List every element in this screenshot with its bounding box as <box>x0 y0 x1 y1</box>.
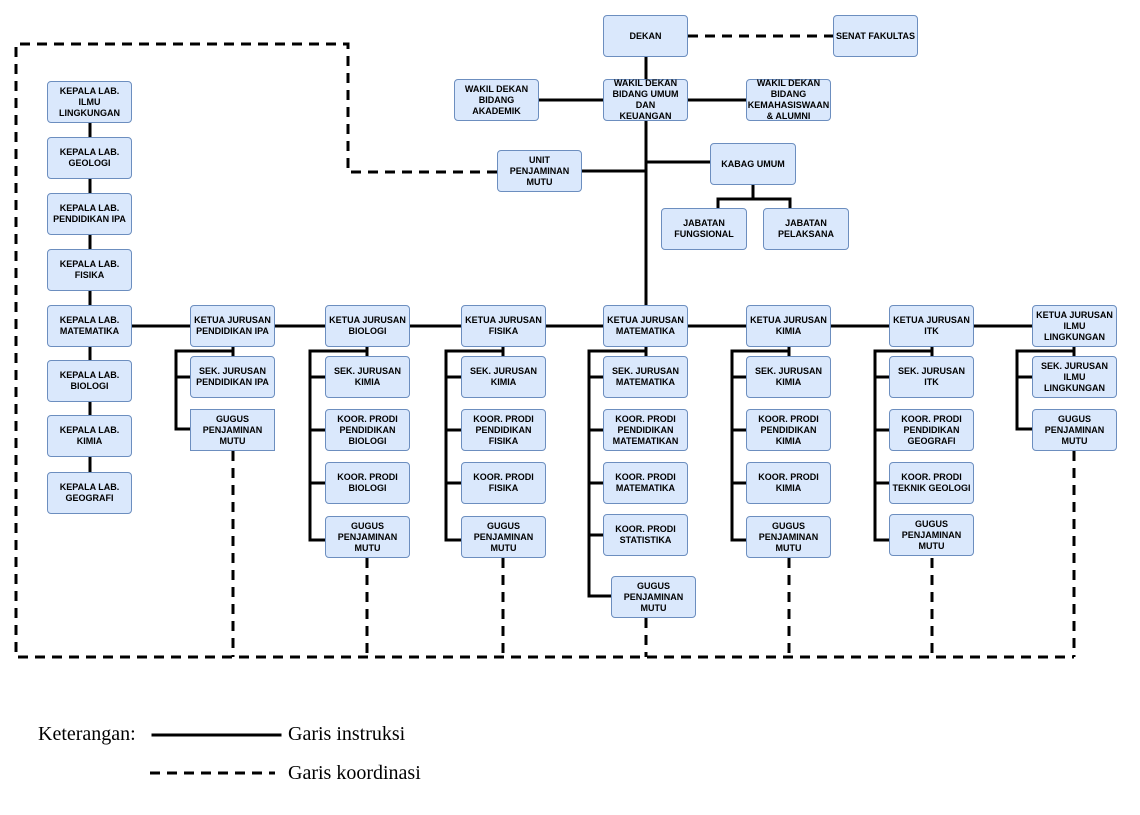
gugus-penjaminan-mutu-matematika-box: GUGUS PENJAMINAN MUTU <box>611 576 696 618</box>
lab-ilmu-lingkungan-box: KEPALA LAB. ILMU LINGKUNGAN <box>47 81 132 123</box>
wakil-dekan-kemahasiswaan-box: WAKIL DEKAN BIDANG KEMAHASISWAAN & ALUMN… <box>746 78 831 121</box>
koor-prodi-teknik-geologi-box: KOOR. PRODI TEKNIK GEOLOGI <box>889 462 974 504</box>
dekan-box: DEKAN <box>603 15 688 57</box>
gugus-penjaminan-mutu-ilmu-lingkungan-box: GUGUS PENJAMINAN MUTU <box>1032 409 1117 451</box>
koor-prodi-fisika-box: KOOR. PRODI FISIKA <box>461 462 546 504</box>
lab-matematika-box: KEPALA LAB. MATEMATIKA <box>47 305 132 347</box>
ketua-jurusan-itk-box: KETUA JURUSAN ITK <box>889 305 974 347</box>
ketua-jurusan-kimia-box: KETUA JURUSAN KIMIA <box>746 305 831 347</box>
ketua-jurusan-matematika-box: KETUA JURUSAN MATEMATIKA <box>603 305 688 347</box>
jabatan-fungsional-box: JABATAN FUNGSIONAL <box>661 208 747 250</box>
wakil-dekan-umum-box: WAKIL DEKAN BIDANG UMUM DAN KEUANGAN <box>603 78 688 121</box>
sek-jurusan-pendidikan-ipa-box: SEK. JURUSAN PENDIDIKAN IPA <box>190 356 275 398</box>
kabag-umum-box: KABAG UMUM <box>710 143 796 185</box>
sek-jurusan-ilmu-lingkungan-box: SEK. JURUSAN ILMU LINGKUNGAN <box>1032 356 1117 398</box>
lab-fisika-box: KEPALA LAB. FISIKA <box>47 249 132 291</box>
ketua-jurusan-pendidikan-ipa-box: KETUA JURUSAN PENDIDIKAN IPA <box>190 305 275 347</box>
legend-title: Keterangan: <box>38 723 136 745</box>
legend-solid-label: Garis instruksi <box>288 723 406 745</box>
ketua-jurusan-biologi-box: KETUA JURUSAN BIOLOGI <box>325 305 410 347</box>
koor-prodi-biologi-box: KOOR. PRODI BIOLOGI <box>325 462 410 504</box>
sek-jurusan-itk-box: SEK. JURUSAN ITK <box>889 356 974 398</box>
senat-fakultas-box: SENAT FAKULTAS <box>833 15 918 57</box>
koor-prodi-pendidikan-matematika-box: KOOR. PRODI PENDIDIKAN MATEMATIKAN <box>603 409 688 451</box>
sek-jurusan-biologi-box: SEK. JURUSAN KIMIA <box>325 356 410 398</box>
koor-prodi-pendidikan-geografi-box: KOOR. PRODI PENDIDIKAN GEOGRAFI <box>889 409 974 451</box>
gugus-penjaminan-mutu-itk-box: GUGUS PENJAMINAN MUTU <box>889 514 974 556</box>
ketua-jurusan-fisika-box: KETUA JURUSAN FISIKA <box>461 305 546 347</box>
sek-jurusan-kimia-box: SEK. JURUSAN KIMIA <box>746 356 831 398</box>
koor-prodi-statistika-box: KOOR. PRODI STATISTIKA <box>603 514 688 556</box>
gugus-penjaminan-mutu-kimia-box: GUGUS PENJAMINAN MUTU <box>746 516 831 558</box>
koor-prodi-matematika-box: KOOR. PRODI MATEMATIKA <box>603 462 688 504</box>
sek-jurusan-matematika-box: SEK. JURUSAN MATEMATIKA <box>603 356 688 398</box>
koor-prodi-pendidikan-kimia-box: KOOR. PRODI PENDIDIKAN KIMIA <box>746 409 831 451</box>
lab-geografi-box: KEPALA LAB. GEOGRAFI <box>47 472 132 514</box>
koor-prodi-kimia-box: KOOR. PRODI KIMIA <box>746 462 831 504</box>
sek-jurusan-fisika-box: SEK. JURUSAN KIMIA <box>461 356 546 398</box>
unit-penjaminan-mutu-box: UNIT PENJAMINAN MUTU <box>497 150 582 192</box>
gugus-penjaminan-mutu-biologi-box: GUGUS PENJAMINAN MUTU <box>325 516 410 558</box>
lab-pendidikan-ipa-box: KEPALA LAB. PENDIDIKAN IPA <box>47 193 132 235</box>
gugus-penjaminan-mutu-fisika-box: GUGUS PENJAMINAN MUTU <box>461 516 546 558</box>
koor-prodi-pendidikan-fisika-box: KOOR. PRODI PENDIDIKAN FISIKA <box>461 409 546 451</box>
legend-dashed-label: Garis koordinasi <box>288 762 421 784</box>
koor-prodi-pendidikan-biologi-box: KOOR. PRODI PENDIDIKAN BIOLOGI <box>325 409 410 451</box>
jabatan-pelaksana-box: JABATAN PELAKSANA <box>763 208 849 250</box>
wakil-dekan-akademik-box: WAKIL DEKAN BIDANG AKADEMIK <box>454 79 539 121</box>
coordination-line <box>14 42 1074 659</box>
lab-geologi-box: KEPALA LAB. GEOLOGI <box>47 137 132 179</box>
lab-biologi-box: KEPALA LAB. BIOLOGI <box>47 360 132 402</box>
ketua-jurusan-ilmu-lingkungan-box: KETUA JURUSAN ILMU LINGKUNGAN <box>1032 305 1117 347</box>
lab-kimia-box: KEPALA LAB. KIMIA <box>47 415 132 457</box>
gugus-penjaminan-mutu-pendidikan-ipa-box: GUGUS PENJAMINAN MUTU <box>190 409 275 451</box>
